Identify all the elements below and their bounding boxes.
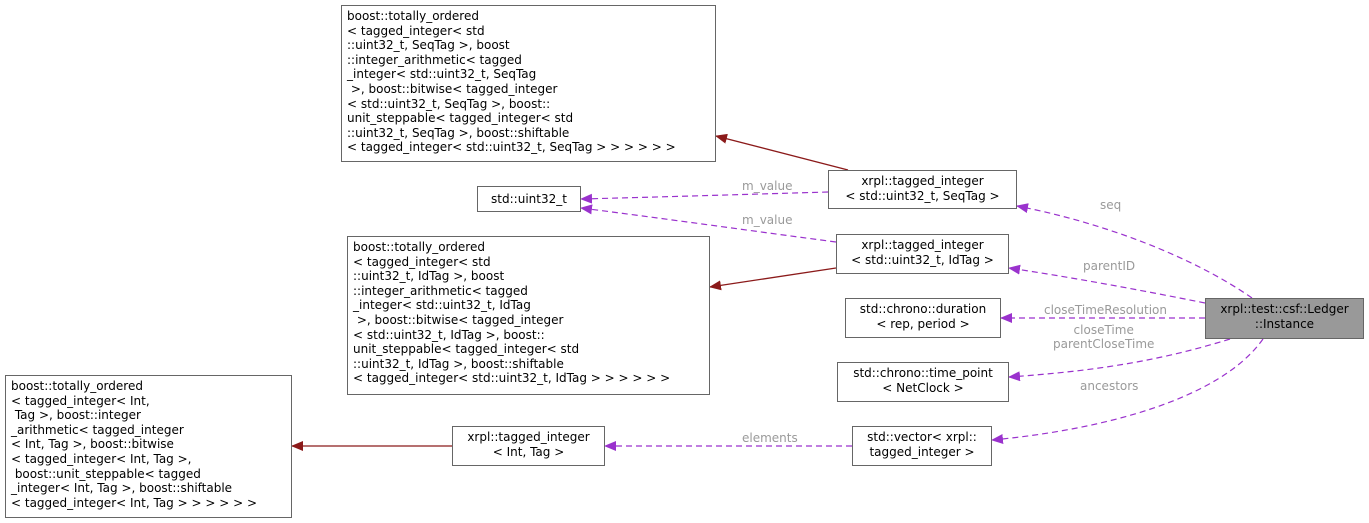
tagged-integer-int-node[interactable]: xrpl::tagged_integer < Int, Tag >	[452, 426, 605, 466]
usage-edge-m-value-seq	[580, 191, 829, 204]
uint32-node[interactable]: std::uint32_t	[477, 186, 581, 212]
base-class-seq-node[interactable]: boost::totally_ordered < tagged_integer<…	[341, 5, 716, 162]
base-class-id-node[interactable]: boost::totally_ordered < tagged_integer<…	[347, 236, 710, 395]
tagged-integer-seq-node[interactable]: xrpl::tagged_integer < std::uint32_t, Se…	[828, 170, 1017, 209]
edge-label-parentid: parentID	[1083, 259, 1136, 273]
edge-label-seq: seq	[1100, 198, 1122, 212]
edge-label-m-value-2: m_value	[742, 213, 793, 227]
base-class-int-node[interactable]: boost::totally_ordered < tagged_integer<…	[5, 375, 292, 518]
vector-node[interactable]: std::vector< xrpl:: tagged_integer >	[852, 426, 992, 466]
edge-label-elements: elements	[742, 431, 798, 445]
edge-label-ancestors: ancestors	[1080, 379, 1139, 393]
tagged-integer-id-node[interactable]: xrpl::tagged_integer < std::uint32_t, Id…	[836, 234, 1009, 274]
inherit-edge-seq	[715, 133, 849, 171]
inherit-edge-id	[709, 267, 837, 291]
usage-edge-ancestors	[991, 338, 1264, 444]
ledger-instance-node[interactable]: xrpl::test::csf::Ledger ::Instance	[1205, 298, 1364, 339]
usage-edge-parentid	[1008, 264, 1206, 304]
chrono-duration-node[interactable]: std::chrono::duration < rep, period >	[845, 298, 1001, 338]
edge-label-closetimeresolution: closeTimeResolution	[1044, 303, 1167, 317]
usage-edge-m-value-id	[580, 204, 837, 243]
usage-edge-seq	[1016, 203, 1253, 299]
edge-label-closetime-parentclosetime: closeTime parentCloseTime	[1053, 323, 1155, 351]
edge-label-m-value-1: m_value	[742, 179, 793, 193]
chrono-time-point-node[interactable]: std::chrono::time_point < NetClock >	[837, 362, 1009, 402]
usage-edge-closetime	[1008, 338, 1231, 382]
